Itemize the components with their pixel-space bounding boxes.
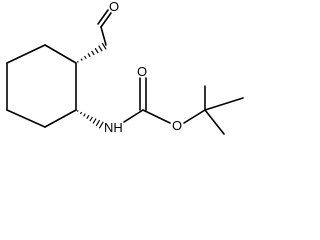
- stereo-hashed-bonds: [76, 42, 107, 129]
- bond-ester-oxygen-tert-carbon: [183, 109, 206, 124]
- formyl-bond-hash-line: [80, 58, 83, 61]
- formyl-bond-hash-line: [87, 53, 91, 58]
- carbamate-group: NH O O: [104, 64, 206, 135]
- formyl-bond-hash-line: [101, 42, 107, 50]
- bond-nh-carbonyl: [123, 109, 144, 123]
- aldehyde-double-bond-line-b: [97, 9, 109, 25]
- ring-bond-c5-c6: [6, 44, 46, 64]
- bond-cho-carbon: [100, 26, 107, 46]
- formyl-bond-hash-line: [91, 50, 95, 56]
- formyl-group: O: [97, 0, 119, 46]
- nh-bond-hash-line: [89, 116, 93, 122]
- nh-bond-hash-line: [95, 119, 101, 127]
- hashed-bond-to-nh: [76, 110, 104, 129]
- carbonyl-oxygen-label: O: [137, 64, 147, 79]
- nh-bond-hash-line: [92, 118, 97, 124]
- ring-bond-c6-c1: [44, 44, 77, 64]
- nh-bond-hash-line: [86, 114, 90, 120]
- ester-oxygen-label: O: [172, 118, 182, 133]
- chemical-structure: O NH O O: [6, 0, 244, 135]
- nh-bond-hash-line: [98, 121, 104, 129]
- aldehyde-double-bond-line-a: [100, 12, 112, 28]
- nh-label: NH: [104, 120, 123, 135]
- bond-tert-methyl-down: [204, 109, 225, 135]
- bond-tert-methyl-right: [204, 97, 244, 111]
- ring-bond-c2-c3: [44, 109, 77, 128]
- tert-butyl-group: [204, 85, 244, 135]
- cyclohexane-ring: [6, 44, 77, 128]
- nh-bond-hash-line: [76, 110, 79, 112]
- aldehyde-oxygen-label: O: [109, 0, 119, 14]
- formyl-bond-hash-line: [98, 45, 103, 52]
- hashed-bond-to-formyl: [76, 42, 107, 63]
- bond-carbonyl-ester-oxygen: [142, 109, 171, 124]
- nh-bond-hash-line: [83, 113, 86, 117]
- ring-bond-c3-c4: [6, 109, 46, 128]
- formyl-bond-hash-line: [84, 55, 87, 60]
- nh-bond-hash-line: [79, 111, 83, 115]
- formyl-bond-hash-line: [76, 60, 79, 63]
- formyl-bond-hash-line: [94, 47, 99, 54]
